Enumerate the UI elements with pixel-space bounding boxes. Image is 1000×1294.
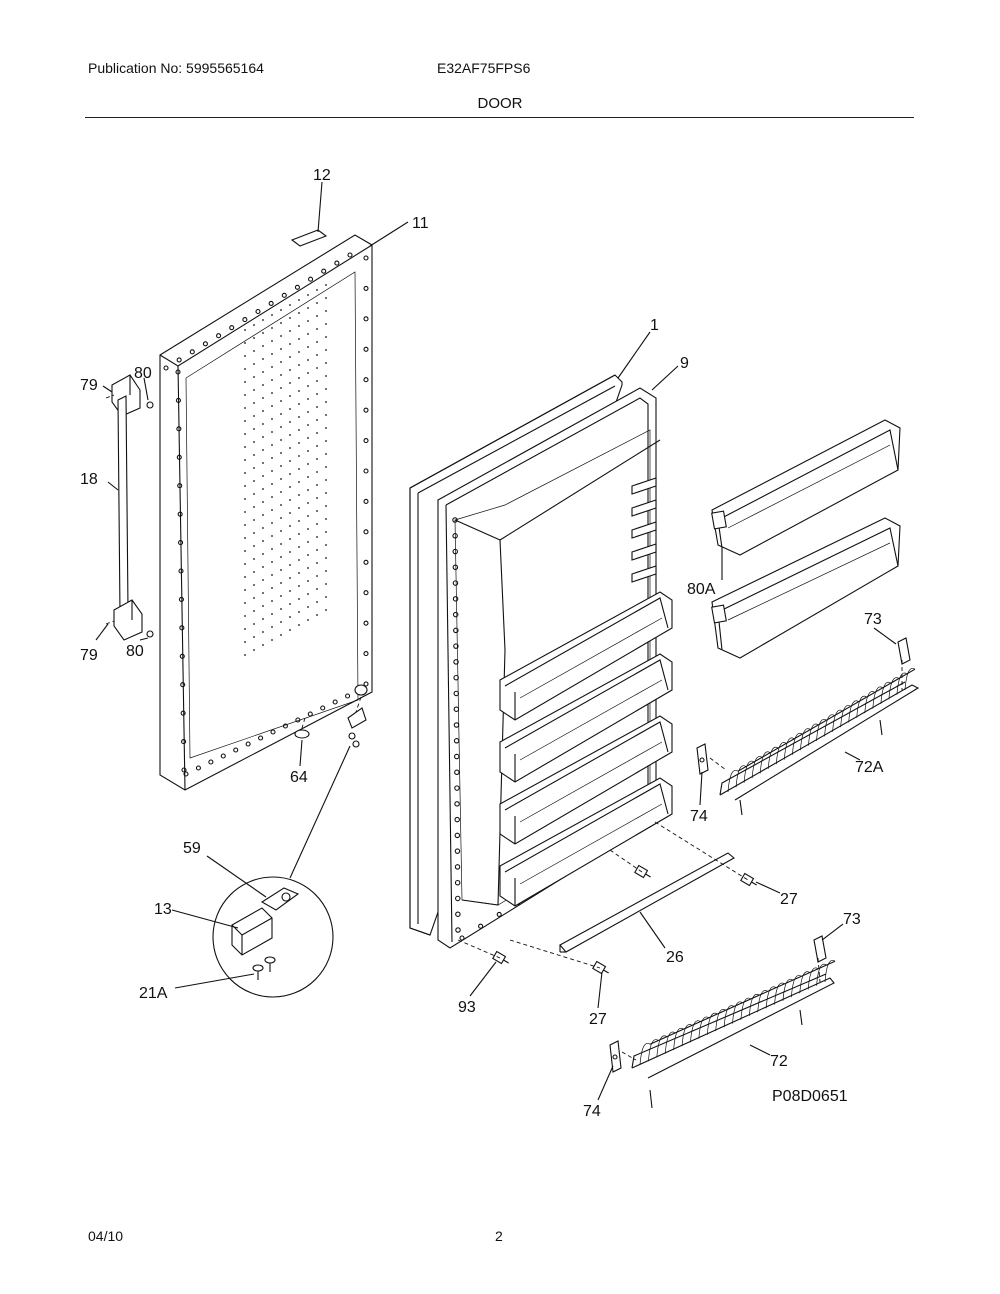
callout-72: 72	[770, 1053, 788, 1070]
callout-59: 59	[183, 840, 201, 857]
footer-date: 04/10	[88, 1228, 124, 1244]
callout-74-lower: 74	[583, 1103, 601, 1120]
callout-12: 12	[313, 167, 331, 184]
callout-21a: 21A	[139, 985, 168, 1002]
callout-64: 64	[290, 769, 308, 786]
screws	[457, 821, 757, 975]
hinge-parts	[294, 684, 368, 748]
callout-13: 13	[154, 901, 172, 918]
callout-1: 1	[650, 317, 659, 334]
callout-27-bottom: 27	[589, 1011, 607, 1028]
dairy-bins	[711, 419, 901, 659]
door-handle	[105, 374, 154, 641]
hinge-detail-callout	[212, 745, 351, 998]
callout-79-bottom: 79	[80, 647, 98, 664]
section-title: DOOR	[477, 95, 523, 112]
rating-label-sticker	[290, 229, 328, 247]
callout-72a: 72A	[855, 759, 884, 776]
publication-number: Publication No: 5995565164	[88, 60, 264, 76]
door-shelves	[499, 591, 673, 907]
bottom-trim-strip	[559, 852, 735, 953]
wire-shelf-lower	[609, 935, 836, 1109]
callout-93: 93	[458, 999, 476, 1016]
callout-79-top: 79	[80, 377, 98, 394]
wire-shelf-upper	[696, 637, 920, 816]
callout-labels: 12 11 1 9 79 80 18 79 80 64 80A 73 72A 7…	[80, 167, 884, 1120]
callout-74-upper: 74	[690, 808, 708, 825]
figure-code: P08D0651	[772, 1088, 848, 1105]
model-number: E32AF75FPS6	[437, 60, 531, 76]
leader-lines	[95, 181, 897, 1101]
callout-80-bottom: 80	[126, 643, 144, 660]
callout-11: 11	[412, 215, 429, 232]
callout-80a: 80A	[687, 581, 716, 598]
callout-18: 18	[80, 471, 98, 488]
footer-page-number: 2	[495, 1228, 503, 1244]
callout-9: 9	[680, 355, 689, 372]
callout-27-right: 27	[780, 891, 798, 908]
callout-80-top: 80	[134, 365, 152, 382]
callout-73-upper: 73	[864, 611, 882, 628]
callout-73-lower: 73	[843, 911, 861, 928]
callout-26: 26	[666, 949, 684, 966]
header-rule	[85, 117, 914, 118]
outer-door-panel	[159, 234, 373, 791]
